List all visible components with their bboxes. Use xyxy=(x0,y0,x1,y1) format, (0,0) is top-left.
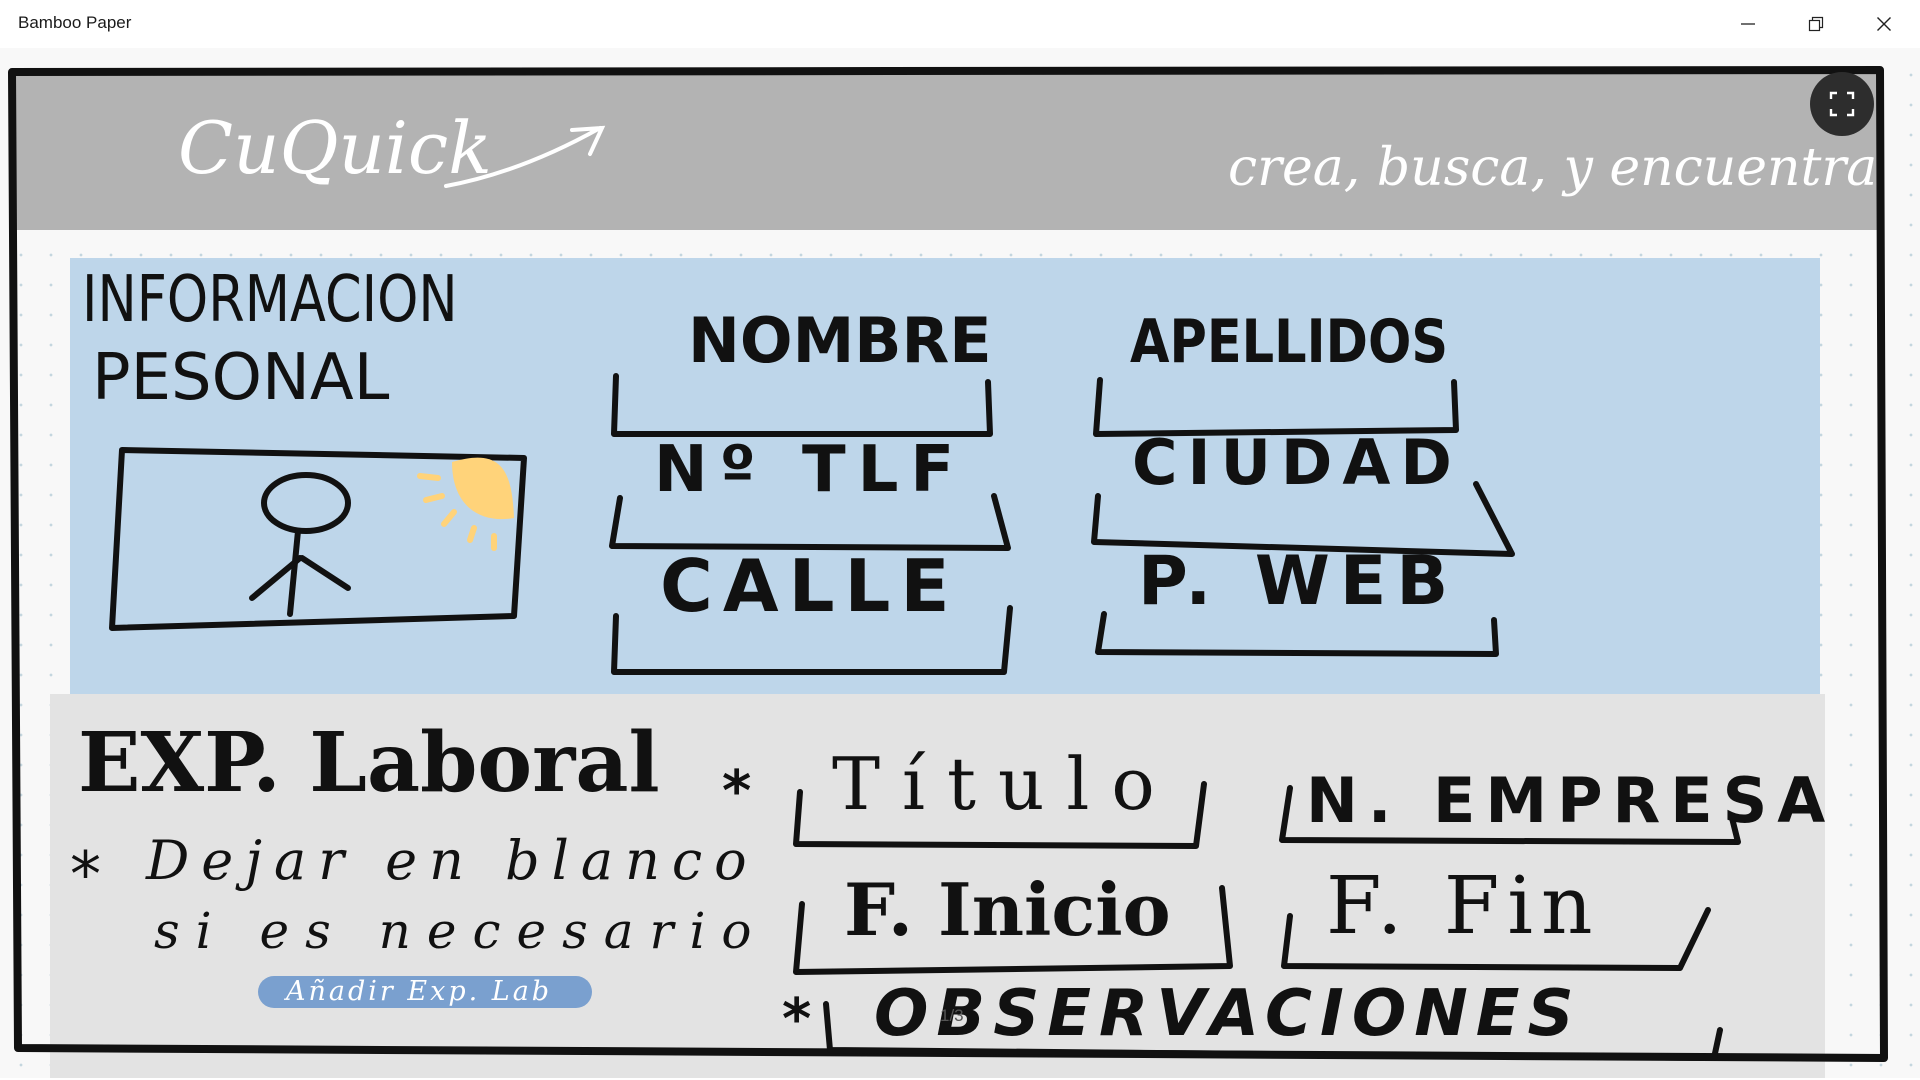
field-apellidos: APELLIDOS xyxy=(1130,307,1449,377)
restore-button[interactable] xyxy=(1782,0,1850,48)
fullscreen-button[interactable] xyxy=(1810,72,1874,136)
note-line-2: si es necesario xyxy=(154,902,768,960)
field-calle: CALLE xyxy=(660,544,960,628)
experience-band xyxy=(50,694,1825,1078)
field-brackets xyxy=(609,373,1741,1061)
tagline-text: crea, busca, y encuentra xyxy=(1228,138,1878,198)
field-ciudad: CIUDAD xyxy=(1132,426,1462,499)
add-experience-label: Añadir Exp. Lab xyxy=(286,976,553,1007)
title-bar: Bamboo Paper xyxy=(0,0,1920,48)
field-web: P. WEB xyxy=(1138,542,1459,621)
arrow-icon xyxy=(444,125,606,188)
observations-bullet: * xyxy=(782,987,812,1052)
sketch-drawing xyxy=(8,66,1888,1078)
field-empresa: N. EMPRESA xyxy=(1306,764,1836,837)
stick-figure xyxy=(249,472,351,617)
personal-info-band xyxy=(70,258,1820,750)
field-titulo: Título xyxy=(832,742,1177,826)
note-bullet: * xyxy=(70,838,101,911)
title-bullet: * xyxy=(722,759,752,824)
logo-text: CuQuick xyxy=(178,106,492,190)
app-title: Bamboo Paper xyxy=(18,13,132,32)
field-telefono: Nº TLF xyxy=(654,433,967,507)
page-frame xyxy=(8,66,1888,1062)
personal-info-heading-2: PESONAL xyxy=(92,341,390,415)
restore-icon xyxy=(1808,16,1824,32)
photo-box xyxy=(109,447,527,631)
sun-rays xyxy=(417,473,497,551)
close-button[interactable] xyxy=(1850,0,1918,48)
field-nombre: NOMBRE xyxy=(688,304,992,377)
minimize-icon xyxy=(1741,23,1755,25)
minimize-button[interactable] xyxy=(1714,0,1782,48)
header-band xyxy=(14,70,1884,230)
page-indicator: 1/3 xyxy=(940,1006,964,1025)
sun-shape xyxy=(452,457,514,520)
fullscreen-icon xyxy=(1829,91,1855,117)
add-experience-button[interactable]: Añadir Exp. Lab xyxy=(258,976,592,1008)
close-icon xyxy=(1877,17,1891,31)
note-line-1: Dejar en blanco xyxy=(146,829,759,892)
drawing-canvas[interactable]: CuQuick crea, busca, y encuentra INFORMA… xyxy=(0,48,1920,1078)
field-fecha-fin: F. Fin xyxy=(1326,859,1601,952)
field-observaciones: OBSERVACIONES xyxy=(874,977,1582,1051)
field-fecha-inicio: F. Inicio xyxy=(844,867,1171,952)
personal-info-heading: INFORMACION xyxy=(82,263,458,337)
experience-heading: EXP. Laboral xyxy=(78,715,660,811)
